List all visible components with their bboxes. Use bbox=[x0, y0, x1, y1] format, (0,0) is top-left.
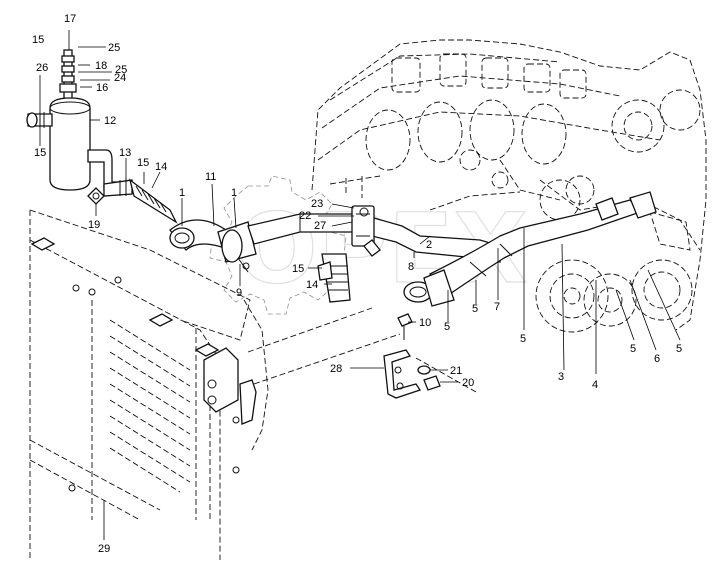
engine-block bbox=[311, 39, 707, 333]
callout-3: 3 bbox=[558, 371, 564, 383]
coolant-pipe-main bbox=[247, 205, 501, 263]
callout-4: 4 bbox=[592, 379, 598, 391]
coolant-pipe-right bbox=[403, 191, 657, 307]
connector-lines bbox=[247, 307, 477, 393]
callout-5: 5 bbox=[444, 321, 450, 333]
callout-12: 12 bbox=[104, 115, 116, 127]
callout-11: 11 bbox=[205, 171, 216, 183]
callout-15d: 15 bbox=[292, 263, 304, 275]
callout-24: 24 bbox=[114, 72, 126, 84]
callout-5d: 5 bbox=[630, 343, 636, 355]
callout-9: 9 bbox=[236, 287, 242, 299]
callout-5c: 5 bbox=[520, 333, 526, 345]
callout-7: 7 bbox=[494, 301, 500, 313]
callout-13: 13 bbox=[119, 147, 131, 159]
callout-numbers: 17 25 18 25 24 16 15 26 12 15 13 15 14 1… bbox=[32, 13, 682, 555]
callout-15b: 15 bbox=[34, 147, 46, 159]
bracket-28 bbox=[383, 349, 422, 399]
callout-14b: 14 bbox=[306, 279, 318, 291]
callout-25: 25 bbox=[108, 42, 120, 54]
callout-26: 26 bbox=[36, 62, 48, 74]
callout-1b: 1 bbox=[231, 187, 237, 199]
callout-20: 20 bbox=[462, 377, 474, 389]
callout-18: 18 bbox=[95, 60, 107, 72]
callout-21: 21 bbox=[450, 365, 462, 377]
callout-23: 23 bbox=[311, 198, 323, 210]
callout-15c: 15 bbox=[137, 157, 149, 169]
callout-29: 29 bbox=[98, 543, 110, 555]
callout-5e: 5 bbox=[676, 343, 682, 355]
bellows-hose-upper bbox=[128, 178, 178, 224]
callout-8: 8 bbox=[408, 261, 414, 273]
callout-5b: 5 bbox=[472, 303, 478, 315]
callout-16: 16 bbox=[96, 82, 108, 94]
callout-22: 22 bbox=[299, 210, 311, 222]
callout-14: 14 bbox=[155, 161, 167, 173]
hose-elbow-left bbox=[169, 219, 257, 273]
callout-25b: 25 bbox=[115, 64, 127, 76]
radiator bbox=[29, 209, 269, 560]
callout-6: 6 bbox=[654, 353, 660, 365]
callout-10: 10 bbox=[419, 317, 431, 329]
callout-1: 1 bbox=[179, 187, 185, 199]
washer-21-bolt-20 bbox=[417, 365, 441, 391]
bellows-hose-lower bbox=[317, 253, 351, 303]
callout-27: 27 bbox=[314, 220, 326, 232]
callout-28: 28 bbox=[330, 363, 342, 375]
callout-17: 17 bbox=[64, 13, 76, 25]
callout-leaders bbox=[39, 30, 681, 540]
callout-19: 19 bbox=[88, 219, 100, 231]
expansion-tank bbox=[26, 49, 133, 205]
bolt-10 bbox=[397, 313, 413, 340]
callout-15: 15 bbox=[32, 34, 44, 46]
callout-2: 2 bbox=[426, 239, 432, 251]
